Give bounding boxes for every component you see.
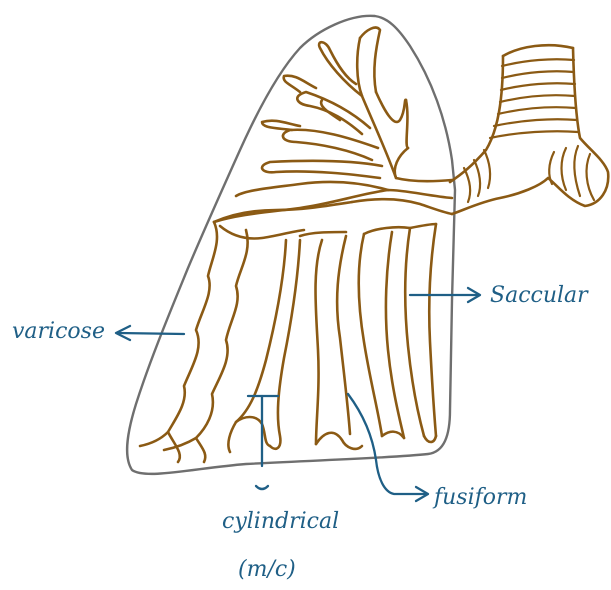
saccular-pointer — [410, 288, 480, 302]
saccular-bronchus — [405, 228, 424, 436]
varicose-pointer — [116, 326, 184, 340]
lower-bronchi — [140, 199, 452, 462]
labels: Saccular varicose cylindrical (m/c) fusi… — [12, 283, 589, 582]
label-cylindrical-note: (m/c) — [238, 557, 296, 582]
label-saccular: Saccular — [490, 283, 589, 308]
label-varicose: varicose — [12, 319, 105, 344]
cylindrical-pointer — [248, 396, 278, 489]
label-cylindrical: cylindrical — [222, 509, 339, 534]
trachea-top-rim — [503, 45, 573, 56]
annotation-pointers — [116, 288, 480, 501]
trachea — [450, 45, 608, 214]
main-bronchus-upper — [395, 148, 452, 181]
fusiform-bronchus — [359, 234, 382, 436]
label-fusiform: fusiform — [432, 485, 527, 510]
